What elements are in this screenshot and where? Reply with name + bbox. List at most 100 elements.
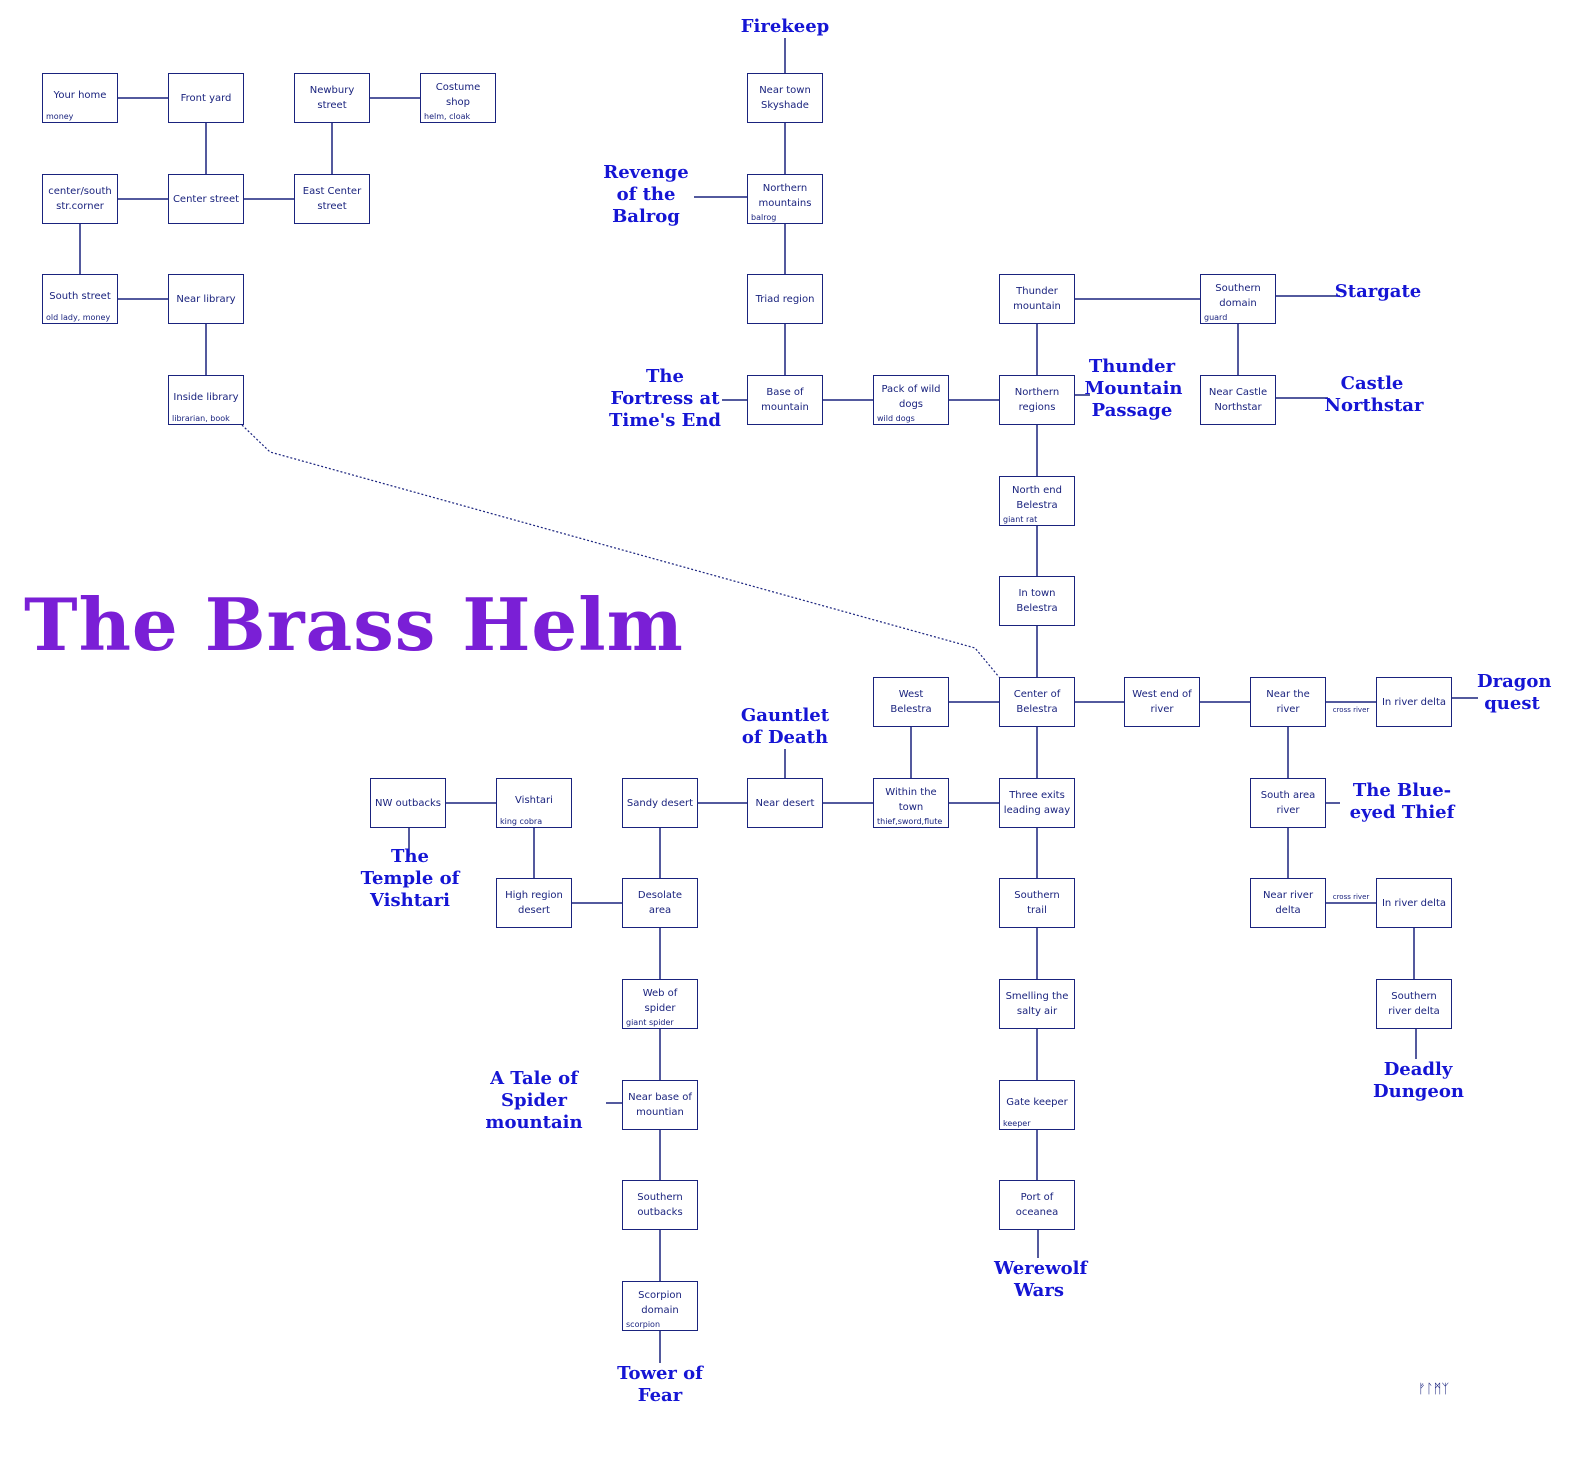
room-label: Southern outbacks — [637, 1192, 683, 1218]
room-newbury-street[interactable]: Newbury street — [294, 73, 370, 123]
quest-blue-eyed-thief[interactable]: The Blue-eyed Thief — [1349, 780, 1455, 823]
room-near-river-delta[interactable]: Near river delta — [1250, 878, 1326, 928]
quest-stargate[interactable]: Stargate — [1334, 281, 1422, 302]
quest-revenge-of-the-balrog[interactable]: Revenge of the Balrog — [603, 162, 689, 227]
room-center-of-belestra[interactable]: Center of Belestra — [999, 677, 1075, 727]
room-near-library[interactable]: Near library — [168, 274, 244, 324]
room-note: librarian, book — [172, 414, 230, 423]
room-note: scorpion — [626, 1320, 661, 1329]
room-near-castle-northstar[interactable]: Near Castle Northstar — [1200, 375, 1276, 425]
room-in-town-belestra[interactable]: In town Belestra — [999, 576, 1075, 626]
room-triad-region[interactable]: Triad region — [747, 274, 823, 324]
room-label: Near base of mountian — [628, 1092, 692, 1118]
room-label: Near library — [176, 293, 236, 305]
quest-fortress-at-times-end[interactable]: The Fortress at Time's End — [608, 366, 722, 431]
room-near-town-skyshade[interactable]: Near town Skyshade — [747, 73, 823, 123]
room-label: In river delta — [1381, 897, 1447, 909]
room-front-yard[interactable]: Front yard — [168, 73, 244, 123]
room-port-of-oceanea[interactable]: Port of oceanea — [999, 1180, 1075, 1230]
map-title: The Brass Helm — [24, 582, 684, 667]
room-desolate-area[interactable]: Desolate area — [622, 878, 698, 928]
room-label: Near river delta — [1262, 890, 1314, 916]
quest-firekeep[interactable]: Firekeep — [740, 16, 830, 37]
quest-thunder-mountain-passage[interactable]: Thunder Mountain Passage — [1084, 356, 1183, 421]
room-in-river-delta-1[interactable]: In river delta — [1376, 677, 1452, 727]
quest-werewolf-wars[interactable]: Werewolf Wars — [994, 1258, 1088, 1301]
room-west-belestra[interactable]: West Belestra — [873, 677, 949, 727]
room-southern-river-delta[interactable]: Southern river delta — [1376, 979, 1452, 1029]
room-label: Southern trail — [1014, 890, 1060, 916]
room-label: Web of spider — [642, 988, 678, 1014]
quest-tale-of-spider-mountain[interactable]: A Tale of Spider mountain — [485, 1068, 583, 1133]
room-west-end-of-river[interactable]: West end of river — [1124, 677, 1200, 727]
room-note: thief,sword,flute — [877, 817, 943, 826]
room-label: Base of mountain — [761, 387, 809, 413]
room-southern-outbacks[interactable]: Southern outbacks — [622, 1180, 698, 1230]
room-label: Thunder mountain — [1013, 286, 1061, 312]
room-label: Near desert — [755, 797, 815, 809]
room-scorpion-domain[interactable]: Scorpion domain scorpion — [622, 1281, 698, 1331]
quest-castle-northstar[interactable]: Castle Northstar — [1324, 373, 1424, 416]
room-label: Smelling the salty air — [1005, 991, 1069, 1017]
room-label: Near the river — [1266, 689, 1310, 715]
room-near-the-river[interactable]: Near the river — [1250, 677, 1326, 727]
room-label: Vishtari — [515, 794, 553, 806]
room-smelling-salty-air[interactable]: Smelling the salty air — [999, 979, 1075, 1029]
room-label: East Center street — [302, 186, 362, 212]
room-label: North end Belestra — [1012, 485, 1062, 511]
room-near-base-of-mountain[interactable]: Near base of mountian — [622, 1080, 698, 1130]
room-label: Center street — [172, 193, 240, 205]
room-label: In river delta — [1381, 696, 1447, 708]
room-east-center-street[interactable]: East Center street — [294, 174, 370, 224]
room-label: Sandy desert — [626, 797, 694, 809]
room-label: Within the town — [885, 787, 937, 813]
room-note: wild dogs — [877, 414, 915, 423]
room-label: Northern mountains — [758, 183, 812, 209]
room-thunder-mountain[interactable]: Thunder mountain — [999, 274, 1075, 324]
room-sandy-desert[interactable]: Sandy desert — [622, 778, 698, 828]
room-south-area-river[interactable]: South area river — [1250, 778, 1326, 828]
room-label: Near Castle Northstar — [1208, 387, 1268, 413]
room-nw-outbacks[interactable]: NW outbacks — [370, 778, 446, 828]
room-southern-trail[interactable]: Southern trail — [999, 878, 1075, 928]
room-label: High region desert — [505, 890, 563, 916]
room-high-region-desert[interactable]: High region desert — [496, 878, 572, 928]
room-label: Southern domain — [1215, 283, 1261, 309]
room-in-river-delta-2[interactable]: In river delta — [1376, 878, 1452, 928]
room-label: West Belestra — [890, 689, 932, 715]
room-label: West end of river — [1132, 689, 1192, 715]
room-north-end-belestra[interactable]: North end Belestra giant rat — [999, 476, 1075, 526]
room-near-desert[interactable]: Near desert — [747, 778, 823, 828]
room-note: giant rat — [1003, 515, 1038, 524]
room-label: Port of oceanea — [1015, 1192, 1059, 1218]
room-center-south-corner[interactable]: center/south str.corner — [42, 174, 118, 224]
room-center-street[interactable]: Center street — [168, 174, 244, 224]
room-label: Scorpion domain — [638, 1290, 682, 1316]
room-label: In town Belestra — [1016, 588, 1058, 614]
quest-dragon-quest[interactable]: Dragon quest — [1477, 671, 1552, 714]
room-three-exits[interactable]: Three exits leading away — [999, 778, 1075, 828]
room-label: Front yard — [180, 92, 232, 104]
room-label: Northern regions — [1014, 387, 1060, 413]
room-northern-regions[interactable]: Northern regions — [999, 375, 1075, 425]
room-label: center/south str.corner — [48, 186, 112, 212]
quest-gauntlet-of-death[interactable]: Gauntlet of Death — [740, 705, 830, 748]
room-within-the-town[interactable]: Within the town thief,sword,flute — [873, 778, 949, 828]
room-label: Gate keeper — [1006, 1096, 1068, 1108]
room-base-of-mountain[interactable]: Base of mountain — [747, 375, 823, 425]
quest-tower-of-fear[interactable]: Tower of Fear — [617, 1363, 703, 1406]
runic-signature: ᚠᛚᛗᛉ — [1418, 1382, 1450, 1397]
quest-deadly-dungeon[interactable]: Deadly Dungeon — [1373, 1059, 1464, 1102]
quest-temple-of-vishtari[interactable]: The Temple of Vishtari — [360, 846, 460, 911]
room-label: South street — [49, 290, 111, 302]
